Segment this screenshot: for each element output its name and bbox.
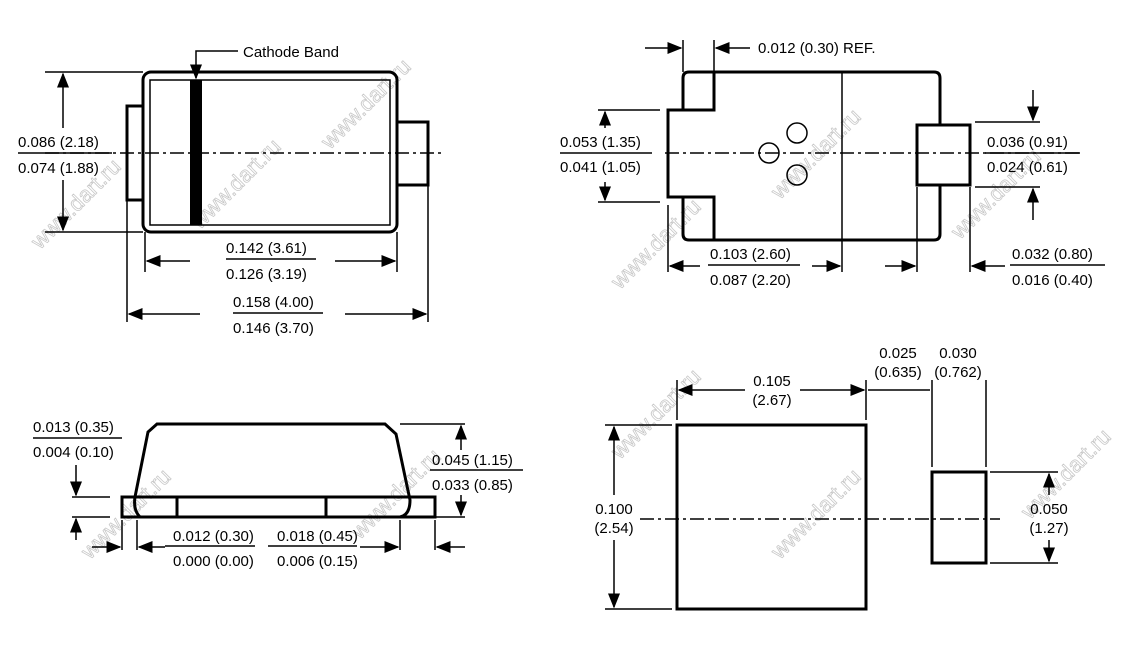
- dim-pad-width-in: 0.105: [753, 373, 791, 390]
- watermarks: www.dart.ru www.dart.ru www.dart.ru www.…: [25, 53, 1116, 565]
- watermark: www.dart.ru: [765, 464, 866, 565]
- dim-overhang-min: 0.006 (0.15): [277, 553, 358, 570]
- footprint-view: 0.105 (2.67) 0.025 (0.635) 0.030 (0.762)…: [594, 345, 1069, 611]
- dim-notch-min: 0.041 (1.05): [560, 159, 641, 176]
- cathode-leader: [190, 50, 238, 80]
- dim-pad-width-mm: (2.67): [752, 392, 791, 409]
- dim-lead-thickness-min: 0.004 (0.10): [33, 444, 114, 461]
- dim-small-height-mm: (1.27): [1029, 520, 1068, 537]
- dim-lead-width-max: 0.036 (0.91): [987, 134, 1068, 151]
- watermark: www.dart.ru: [345, 444, 446, 545]
- dim-lead-width-min: 0.024 (0.61): [987, 159, 1068, 176]
- watermark: www.dart.ru: [315, 54, 416, 155]
- watermark: www.dart.ru: [765, 104, 866, 205]
- watermark: www.dart.ru: [605, 194, 706, 295]
- dim-pad-height-mm: (2.54): [594, 520, 633, 537]
- dim-gap-in: 0.025: [879, 345, 917, 362]
- body-outline: [141, 70, 399, 234]
- dim-standoff-max: 0.012 (0.30): [173, 528, 254, 545]
- dim-pad-length-min: 0.087 (2.20): [710, 272, 791, 289]
- dim-total-length-min: 0.146 (3.70): [233, 320, 314, 337]
- lead-pad: [915, 123, 972, 187]
- dim-height-min: 0.074 (1.88): [18, 160, 99, 177]
- dim-lead-thickness-max: 0.013 (0.35): [33, 419, 114, 436]
- dim-overhang-max: 0.018 (0.45): [277, 528, 358, 545]
- dim-pad-height-in: 0.100: [595, 501, 633, 518]
- large-pad: [675, 423, 868, 611]
- dim-height-max: 0.086 (2.18): [18, 134, 99, 151]
- body-outline: [666, 70, 942, 242]
- dim-standoff-min: 0.000 (0.00): [173, 553, 254, 570]
- dim-total-length-max: 0.158 (4.00): [233, 294, 314, 311]
- watermark: www.dart.ru: [605, 364, 706, 465]
- side-view: 0.013 (0.35) 0.004 (0.10) 0.045 (1.15) 0…: [33, 419, 523, 570]
- dim-small-height-in: 0.050: [1030, 501, 1068, 518]
- dim-gap-mm: (0.635): [874, 364, 922, 381]
- heat-slug: [175, 495, 328, 519]
- dim-body-length-max: 0.142 (3.61): [226, 240, 307, 257]
- small-pad: [930, 470, 988, 565]
- top-view: Cathode Band 0.086 (2.18) 0.074 (1.88) 0…: [18, 44, 445, 337]
- dim-body-length-min: 0.126 (3.19): [226, 266, 307, 283]
- dim-notch-max: 0.053 (1.35): [560, 134, 641, 151]
- dim-pad-length-max: 0.103 (2.60): [710, 246, 791, 263]
- dim-small-width-in: 0.030: [939, 345, 977, 362]
- watermark: www.dart.ru: [75, 464, 176, 565]
- dim-lead-length-max: 0.032 (0.80): [1012, 246, 1093, 263]
- cathode-band-label: Cathode Band: [243, 44, 339, 61]
- dim-height-max: 0.045 (1.15): [432, 452, 513, 469]
- dim-height-min: 0.033 (0.85): [432, 477, 513, 494]
- dim-ref: 0.012 (0.30) REF.: [758, 40, 876, 57]
- bottom-view: 0.012 (0.30) REF. 0.053 (1.35) 0.041 (1.…: [560, 40, 1105, 289]
- dim-lead-length-min: 0.016 (0.40): [1012, 272, 1093, 289]
- dim-small-width-mm: (0.762): [934, 364, 982, 381]
- body-outline: [133, 422, 412, 519]
